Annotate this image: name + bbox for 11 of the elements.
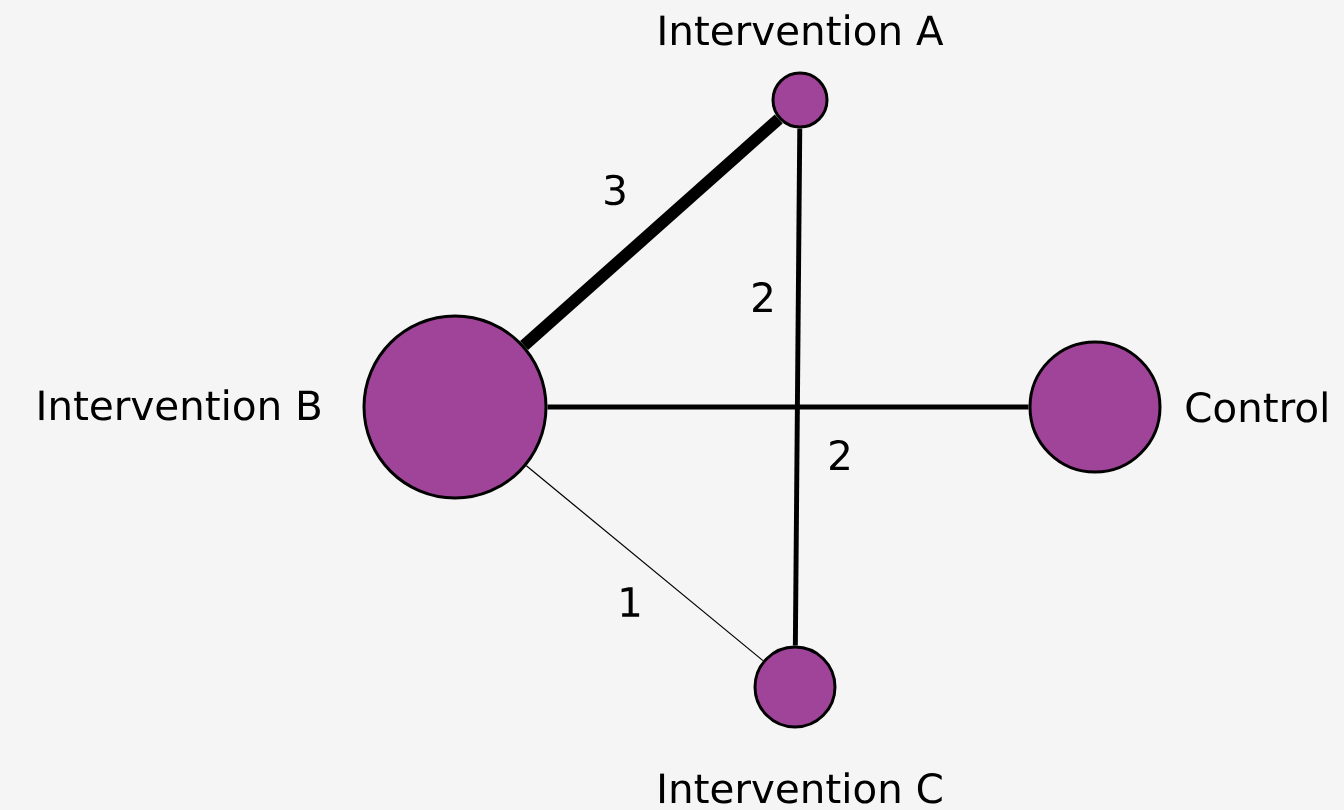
- connector-line: [525, 465, 764, 662]
- connector-line: [520, 114, 783, 350]
- edge-label: 2: [823, 436, 857, 474]
- connector-line: [792, 128, 803, 646]
- node-label: Intervention A: [660, 14, 944, 46]
- connector-line: [547, 404, 1029, 410]
- node-label: Intervention C: [660, 772, 942, 804]
- node-label: Control: [1186, 391, 1327, 423]
- node-label: Intervention B: [39, 389, 320, 421]
- edge-label: 3: [598, 171, 632, 209]
- edge-label: 2: [746, 278, 780, 316]
